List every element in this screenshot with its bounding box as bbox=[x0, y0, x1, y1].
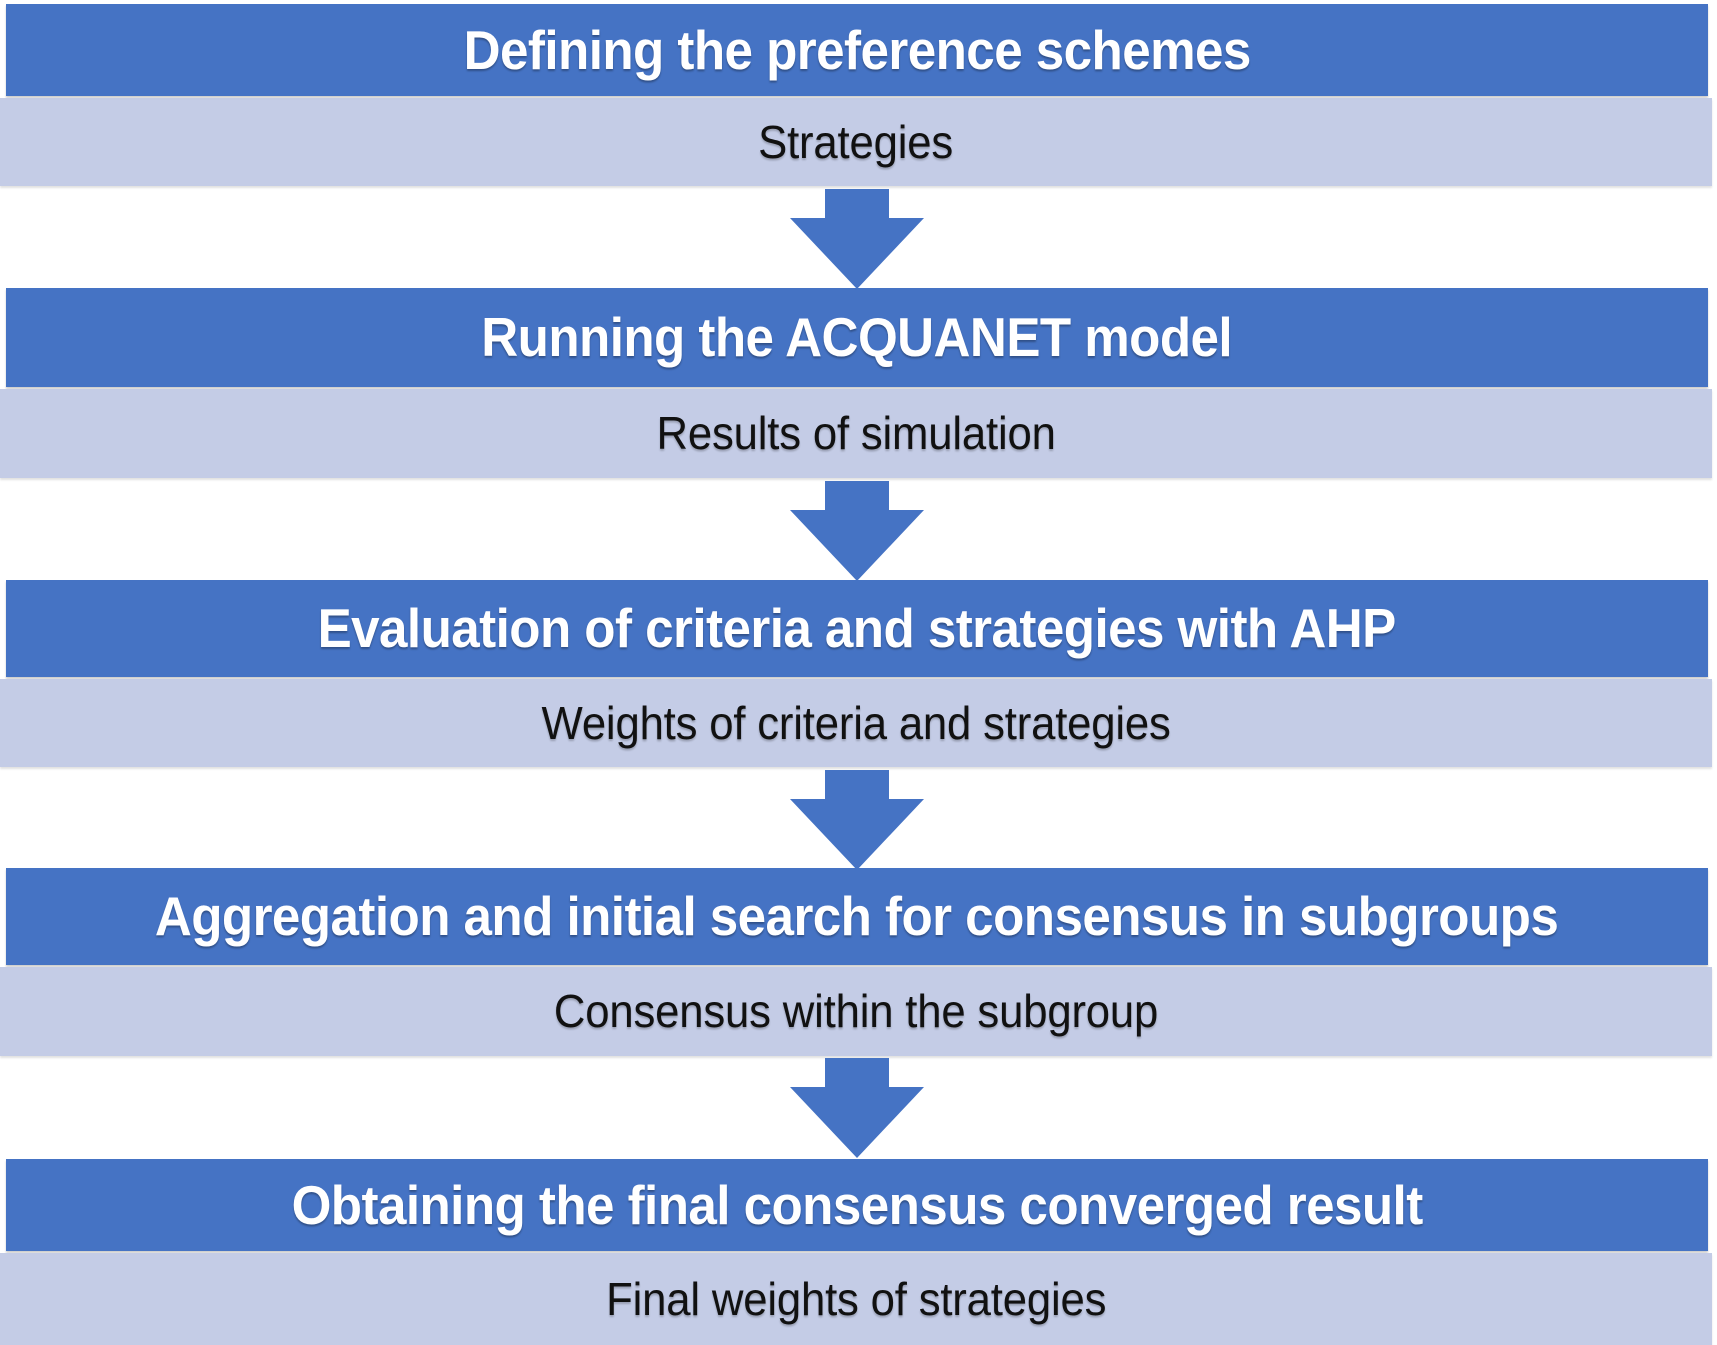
step-3-header[interactable]: Evaluation of criteria and strategies wi… bbox=[6, 580, 1708, 677]
step-3-output-label: Weights of criteria and strategies bbox=[541, 696, 1171, 749]
step-1-header[interactable]: Defining the preference schemes bbox=[6, 4, 1708, 96]
arrow-down-icon-3 bbox=[790, 770, 924, 870]
step-5-header[interactable]: Obtaining the final consensus converged … bbox=[6, 1159, 1708, 1251]
step-5-title: Obtaining the final consensus converged … bbox=[291, 1173, 1423, 1236]
arrow-down-icon-4 bbox=[790, 1058, 924, 1158]
step-5-output-label: Final weights of strategies bbox=[605, 1272, 1107, 1325]
arrow-down-icon-1 bbox=[790, 189, 924, 289]
step-2-output[interactable]: Results of simulation bbox=[0, 389, 1712, 478]
arrow-down-icon-2 bbox=[790, 481, 924, 581]
step-2-header[interactable]: Running the ACQUANET model bbox=[6, 288, 1708, 387]
step-4-output-label: Consensus within the subgroup bbox=[553, 985, 1159, 1038]
step-3-output[interactable]: Weights of criteria and strategies bbox=[0, 679, 1712, 767]
step-1-title: Defining the preference schemes bbox=[463, 18, 1251, 81]
step-3-title: Evaluation of criteria and strategies wi… bbox=[317, 597, 1397, 660]
step-4-header[interactable]: Aggregation and initial search for conse… bbox=[6, 868, 1708, 965]
step-4-output[interactable]: Consensus within the subgroup bbox=[0, 967, 1712, 1056]
step-1-output-label: Strategies bbox=[758, 115, 954, 168]
step-2-output-label: Results of simulation bbox=[656, 407, 1056, 460]
step-5-output[interactable]: Final weights of strategies bbox=[0, 1253, 1712, 1345]
step-2-title: Running the ACQUANET model bbox=[481, 306, 1233, 369]
step-1-output[interactable]: Strategies bbox=[0, 98, 1712, 186]
step-4-title: Aggregation and initial search for conse… bbox=[155, 885, 1559, 948]
